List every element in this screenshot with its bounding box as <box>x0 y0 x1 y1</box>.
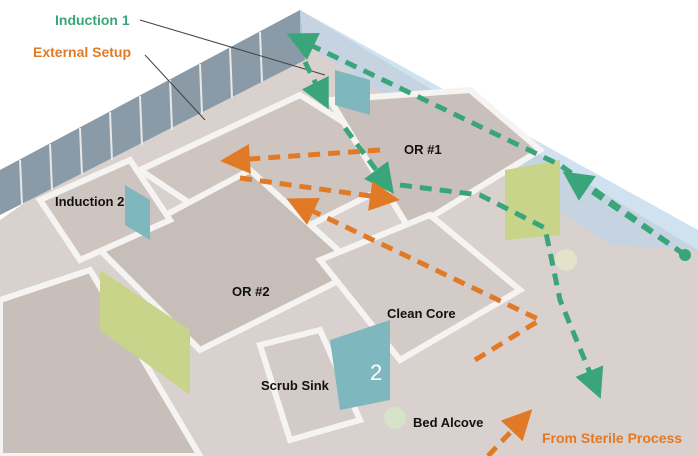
teal-wall-alcove <box>330 320 390 410</box>
green-induction-path <box>286 32 687 399</box>
green-path-start <box>679 249 691 261</box>
room-lower-left <box>0 266 204 456</box>
label-external-setup: External Setup <box>33 44 132 60</box>
window-facade <box>0 10 305 215</box>
label-induction1: Induction 1 <box>55 12 130 28</box>
room-number: 2 <box>370 360 383 385</box>
teal-wall-induction1 <box>335 70 370 115</box>
room-scrub-sink <box>256 326 365 444</box>
orange-sterile-path <box>220 144 546 456</box>
accent-wall-or2 <box>100 270 190 395</box>
accent-wall-or1 <box>505 160 560 240</box>
marker-circle <box>555 249 577 271</box>
label-clean-core: Clean Core <box>387 306 456 321</box>
label-or1: OR #1 <box>404 142 442 157</box>
teal-wall-induction2 <box>125 185 150 240</box>
leader-external-setup <box>144 54 206 121</box>
label-induction2: Induction 2 <box>55 194 125 209</box>
label-from-sterile: From Sterile Process <box>542 430 683 446</box>
label-bed-alcove: Bed Alcove <box>413 415 484 430</box>
leader-induction1 <box>139 19 326 76</box>
label-or2: OR #2 <box>232 284 270 299</box>
label-scrub-sink: Scrub Sink <box>261 378 329 393</box>
room-induction2 <box>35 156 175 264</box>
marker-circle-bed <box>384 407 406 429</box>
